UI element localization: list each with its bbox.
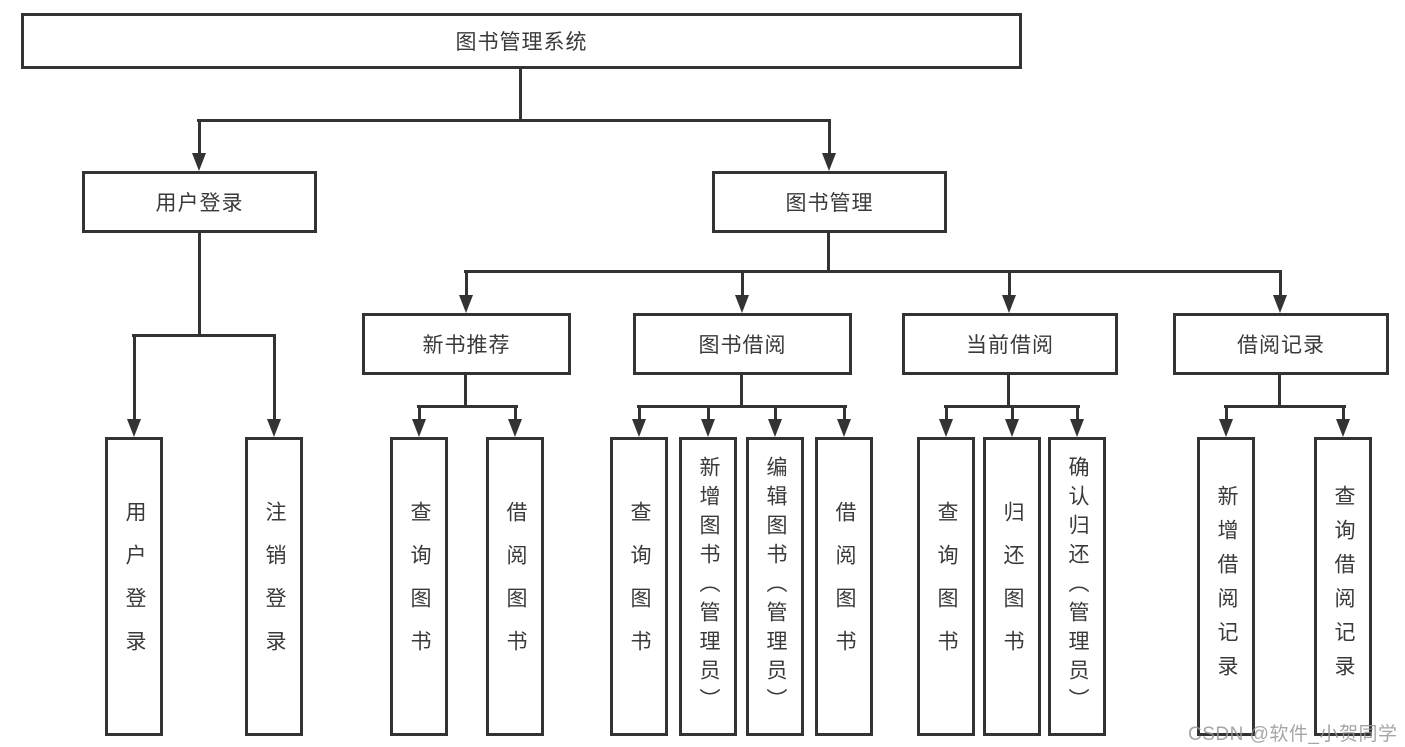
connector-current-borrow-bus [944, 405, 1080, 408]
leaf-bb-borrow-books: 借阅图书 [815, 437, 873, 736]
node-user-login: 用户登录 [82, 171, 317, 233]
connector-level2-bus [197, 119, 831, 122]
arrow-to-bb-add [701, 408, 715, 437]
connector-new-book-bus [417, 405, 518, 408]
arrow-to-bb-edit [768, 408, 782, 437]
arrow-to-new-book-recommend [459, 273, 473, 313]
arrow-to-rec-query [1336, 408, 1350, 437]
arrow-to-bb-borrow [837, 408, 851, 437]
arrow-to-cb-return [1005, 408, 1019, 437]
arrow-to-cb-confirm [1070, 408, 1084, 437]
arrow-to-logout-leaf [267, 337, 281, 437]
connector-user-login-stem [198, 233, 201, 337]
leaf-cb-confirm-return-admin: 确认归还（管理员） [1048, 437, 1106, 736]
leaf-user-login: 用户登录 [105, 437, 163, 736]
arrow-to-user-login-leaf [127, 337, 141, 437]
node-library-management-system: 图书管理系统 [21, 13, 1022, 69]
arrow-to-user-login [192, 122, 206, 171]
leaf-rec-add-borrow-record: 新增借阅记录 [1197, 437, 1255, 736]
connector-level3-bus [464, 270, 1282, 273]
node-current-borrow: 当前借阅 [902, 313, 1118, 375]
arrow-to-borrow-records [1273, 273, 1287, 313]
csdn-watermark: CSDN @软件_小贺同学 [1188, 724, 1398, 745]
leaf-nb-query-books: 查询图书 [390, 437, 448, 736]
leaf-cb-return-books: 归还图书 [983, 437, 1041, 736]
arrow-to-current-borrow [1002, 273, 1016, 313]
connector-new-book-stem [464, 375, 467, 408]
leaf-cb-query-books: 查询图书 [917, 437, 975, 736]
arrow-to-bb-query [632, 408, 646, 437]
node-book-borrow: 图书借阅 [633, 313, 852, 375]
node-borrow-records: 借阅记录 [1173, 313, 1389, 375]
arrow-to-cb-query [939, 408, 953, 437]
leaf-bb-query-books: 查询图书 [610, 437, 668, 736]
connector-book-borrow-bus [637, 405, 847, 408]
arrow-to-nb-borrow [508, 408, 522, 437]
leaf-logout-login: 注销登录 [245, 437, 303, 736]
connector-borrow-records-stem [1278, 375, 1281, 408]
connector-book-management-stem [827, 233, 830, 273]
arrow-to-nb-query [412, 408, 426, 437]
connector-root-stem [519, 69, 522, 122]
connector-book-borrow-stem [740, 375, 743, 408]
connector-borrow-records-bus [1224, 405, 1346, 408]
leaf-rec-query-borrow-record: 查询借阅记录 [1314, 437, 1372, 736]
node-book-management: 图书管理 [712, 171, 947, 233]
arrow-to-rec-add [1219, 408, 1233, 437]
arrow-to-book-management [822, 122, 836, 171]
leaf-nb-borrow-books: 借阅图书 [486, 437, 544, 736]
connector-current-borrow-stem [1007, 375, 1010, 408]
node-new-book-recommend: 新书推荐 [362, 313, 571, 375]
arrow-to-book-borrow [735, 273, 749, 313]
connector-user-login-bus [132, 334, 276, 337]
leaf-bb-add-books-admin: 新增图书（管理员） [679, 437, 737, 736]
leaf-bb-edit-books-admin: 编辑图书（管理员） [746, 437, 804, 736]
